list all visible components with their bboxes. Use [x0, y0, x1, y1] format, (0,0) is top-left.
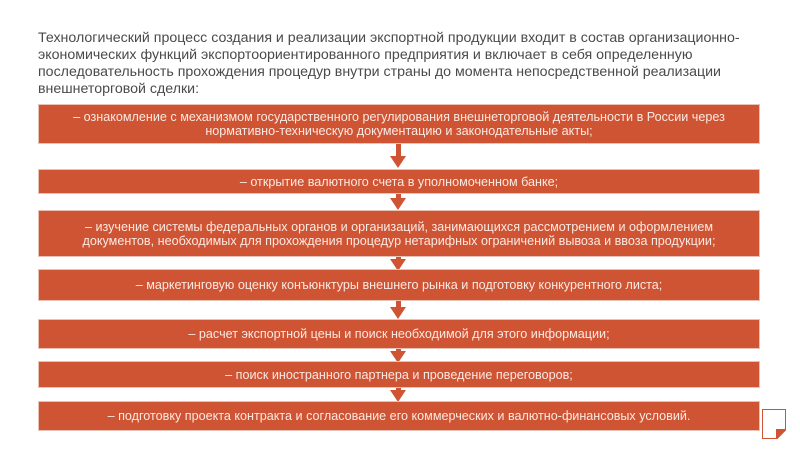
step-4: – маркетинговую оценку конъюнктуры внешн…	[38, 269, 760, 301]
step-2: – открытие валютного счета в уполномочен…	[38, 169, 760, 194]
step-3: – изучение системы федеральных органов и…	[38, 210, 760, 257]
step-5-label: – расчет экспортной цены и поиск необход…	[188, 327, 610, 341]
step-1: – ознакомление с механизмом государствен…	[38, 104, 760, 144]
step-3-label: – изучение системы федеральных органов и…	[82, 219, 716, 248]
step-1-label: – ознакомление с механизмом государствен…	[73, 110, 725, 138]
arrow-2	[390, 198, 406, 210]
step-7: – подготовку проекта контракта и согласо…	[38, 401, 760, 431]
page-curl-icon	[762, 409, 786, 439]
step-2-label: – открытие валютного счета в уполномочен…	[239, 174, 559, 189]
arrow-4	[390, 307, 406, 319]
step-6-label: – поиск иностранного партнера и проведен…	[225, 367, 573, 382]
arrow-1-stem	[396, 144, 401, 160]
arrow-1	[390, 156, 406, 168]
step-6: – поиск иностранного партнера и проведен…	[38, 361, 760, 388]
step-5: – расчет экспортной цены и поиск необход…	[38, 319, 760, 349]
intro-text: Технологический процесс создания и реали…	[38, 30, 740, 97]
arrow-5	[390, 351, 406, 363]
arrow-4-stem	[396, 301, 401, 311]
arrow-6	[390, 390, 406, 402]
arrow-3	[390, 259, 406, 271]
step-7-label: – подготовку проекта контракта и согласо…	[107, 409, 691, 423]
step-4-label: – маркетинговую оценку конъюнктуры внешн…	[135, 278, 663, 292]
